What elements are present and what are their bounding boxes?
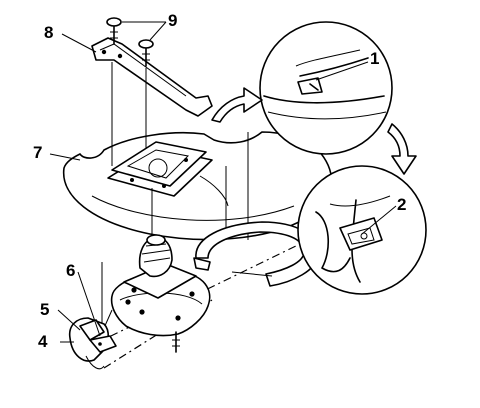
sensor-assembly	[68, 317, 117, 370]
detail-view-1	[259, 21, 393, 155]
callout-2: 2	[397, 195, 406, 214]
bolt-lower	[138, 39, 154, 67]
leader-lines	[49, 21, 397, 343]
callout-1: 1	[370, 49, 379, 68]
detail-view-2	[297, 165, 427, 295]
hub-knuckle	[103, 234, 211, 353]
bolt-upper	[106, 17, 122, 45]
arrow-to-detail-1	[211, 87, 263, 123]
arrow-to-detail-2	[387, 123, 417, 175]
callout-7: 7	[33, 143, 42, 162]
callout-8: 8	[44, 23, 53, 42]
callout-5: 5	[40, 300, 49, 319]
bracket	[91, 37, 213, 117]
retaining-ring	[193, 221, 319, 287]
callouts: 1 2 4 5 6 7 8 9	[33, 11, 406, 351]
callout-6: 6	[66, 261, 75, 280]
splash-shield	[62, 131, 333, 241]
callout-4: 4	[38, 332, 48, 351]
callout-9: 9	[168, 11, 177, 30]
alignment-lines	[77, 62, 301, 369]
